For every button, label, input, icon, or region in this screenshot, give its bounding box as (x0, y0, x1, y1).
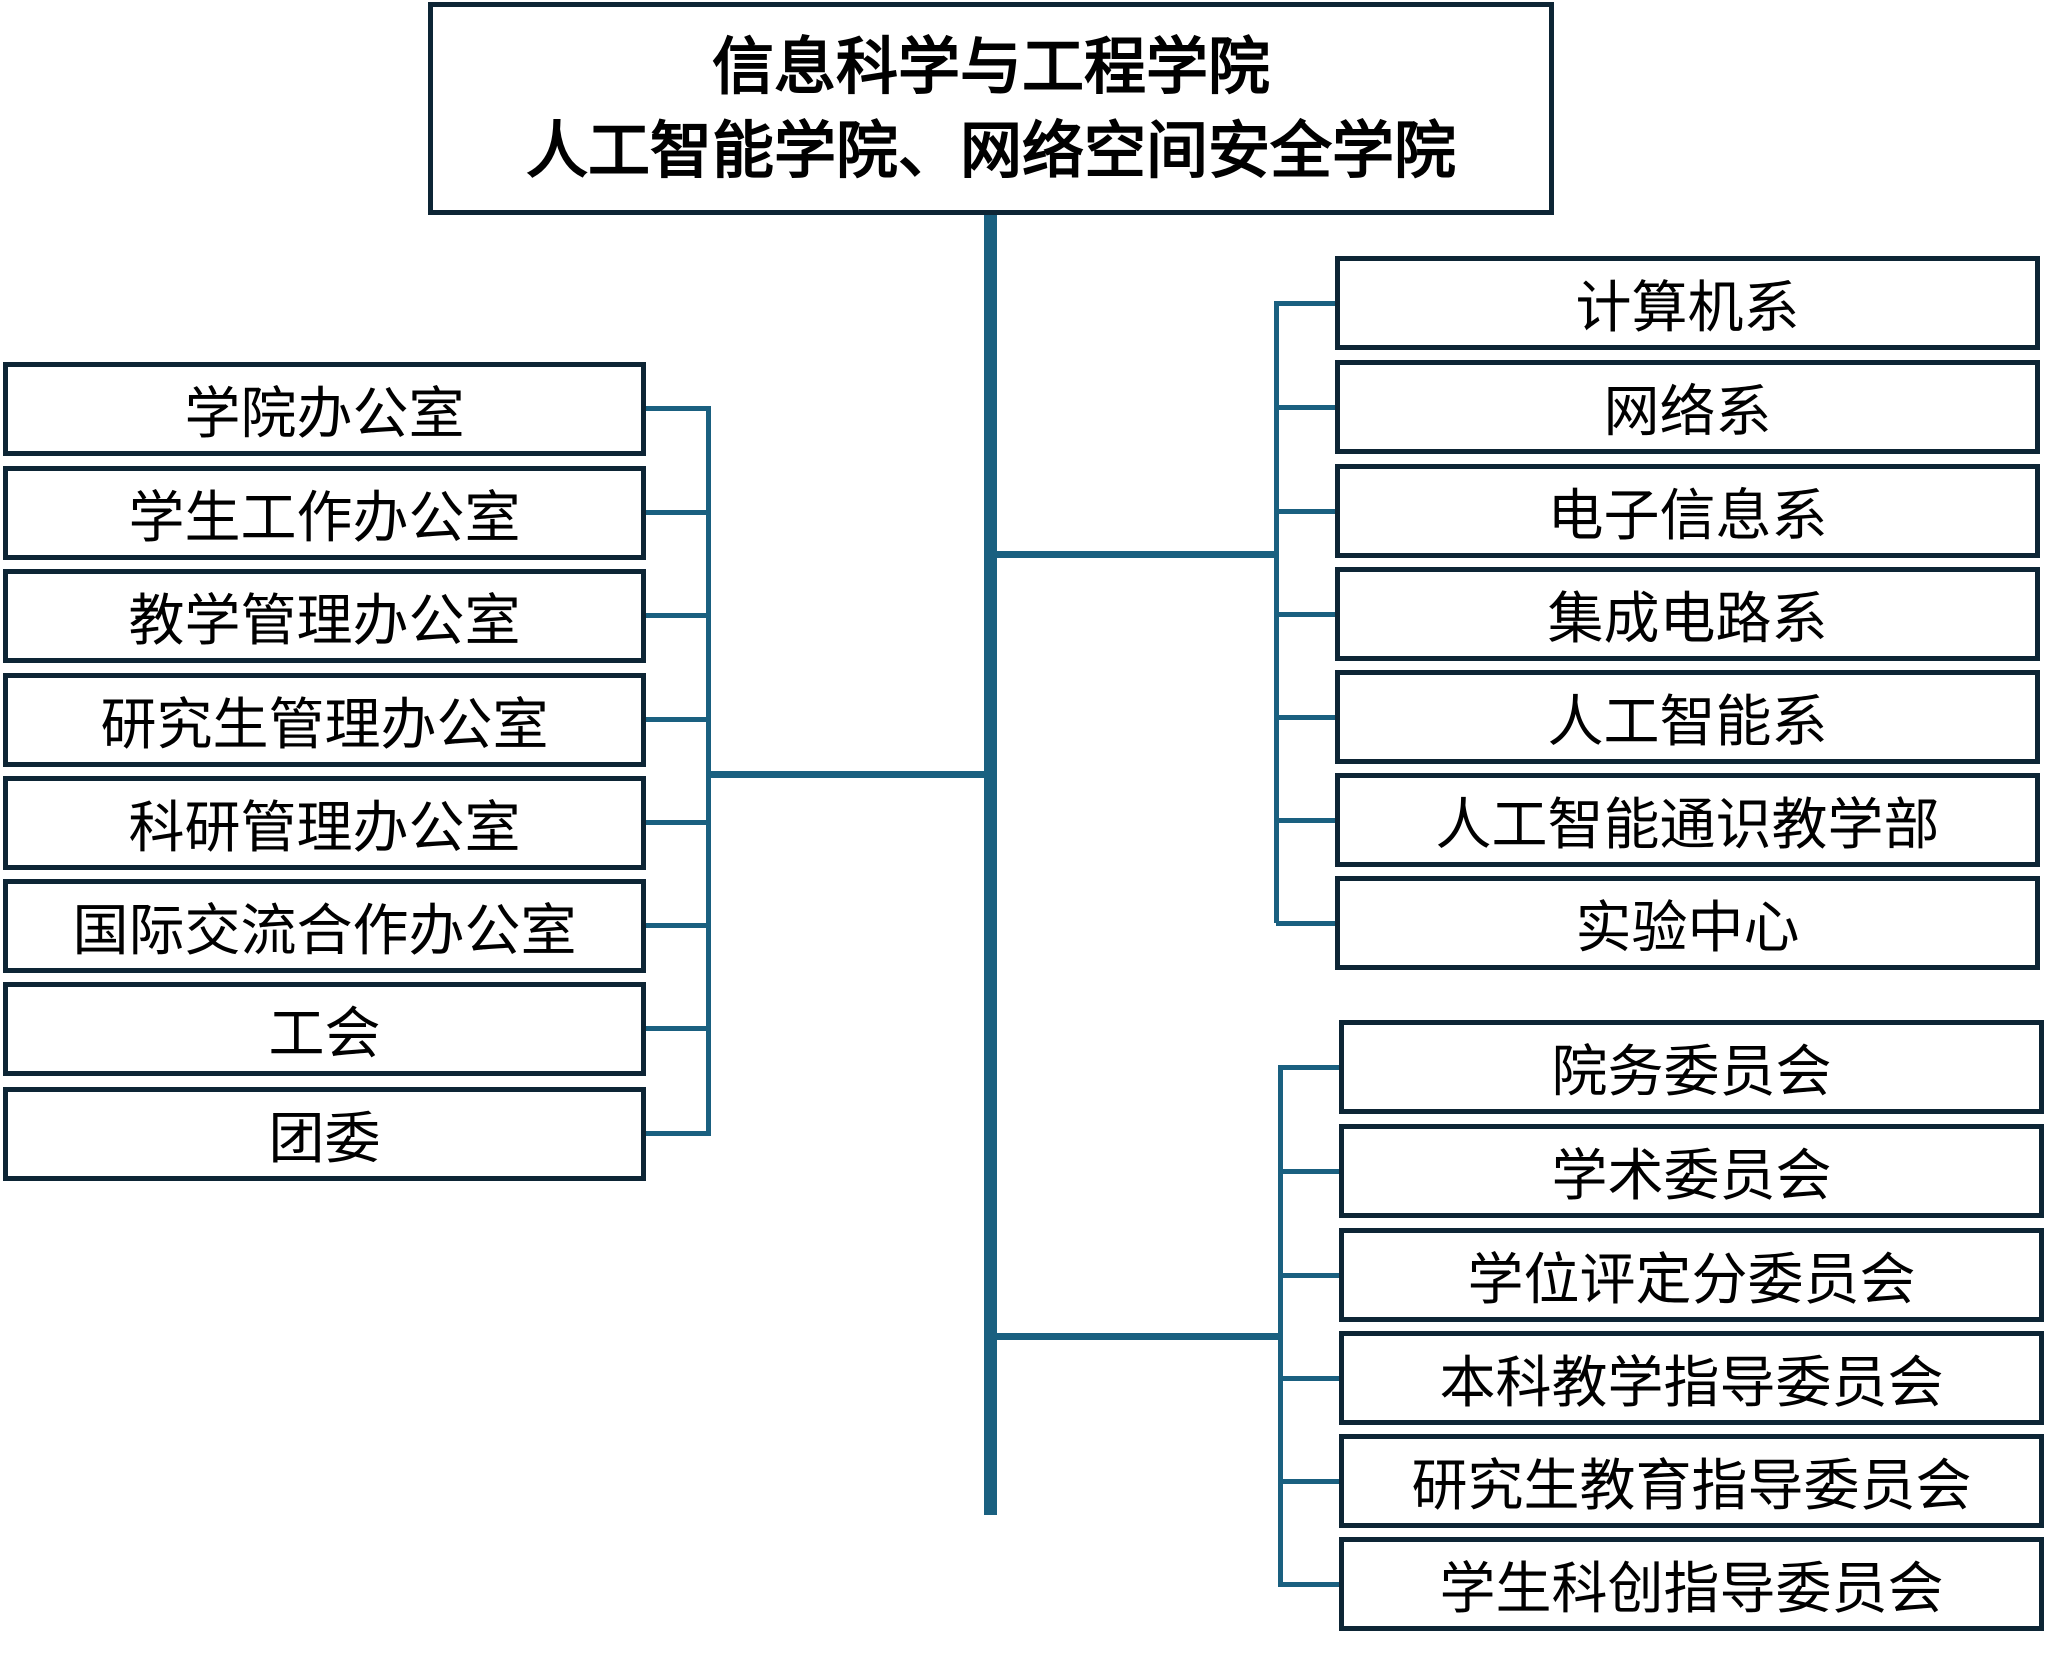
committee-label: 学术委员会 (1551, 1143, 1832, 1209)
department-box: 实验中心 (1335, 876, 2040, 970)
office-box: 学生工作办公室 (3, 466, 646, 560)
office-label: 国际交流合作办公室 (72, 898, 577, 964)
office-label: 工会 (268, 1001, 381, 1067)
committee-box: 本科教学指导委员会 (1339, 1331, 2044, 1425)
office-box: 工会 (3, 982, 646, 1076)
committee-tick-connector (1280, 1582, 1339, 1587)
committee-box: 研究生教育指导委员会 (1339, 1434, 2044, 1528)
committees-branch-connector (995, 1333, 1281, 1340)
department-box: 网络系 (1335, 360, 2040, 454)
department-tick-connector (1276, 715, 1335, 720)
committee-tick-connector (1280, 1273, 1339, 1278)
office-label: 教学管理办公室 (128, 588, 521, 654)
committee-label: 院务委员会 (1551, 1039, 1832, 1105)
office-box: 学院办公室 (3, 362, 646, 456)
committee-label: 学生科创指导委员会 (1439, 1556, 1944, 1622)
office-box: 科研管理办公室 (3, 776, 646, 870)
department-label: 电子信息系 (1547, 483, 1828, 549)
office-tick-connector (646, 510, 709, 515)
office-label: 学院办公室 (184, 381, 465, 447)
office-label: 团委 (268, 1106, 381, 1172)
department-box: 人工智能通识教学部 (1335, 773, 2040, 867)
office-tick-connector (646, 717, 709, 722)
root-unit-box: 信息科学与工程学院 人工智能学院、网络空间安全学院 (428, 2, 1554, 215)
committee-tick-connector (1280, 1169, 1339, 1174)
committee-box: 院务委员会 (1339, 1020, 2044, 1114)
office-tick-connector (646, 1026, 709, 1031)
committee-tick-connector (1280, 1376, 1339, 1381)
office-box: 研究生管理办公室 (3, 673, 646, 767)
left-group-branch-connector (709, 771, 987, 778)
department-label: 人工智能系 (1547, 689, 1828, 755)
root-unit-title-line2: 人工智能学院、网络空间安全学院 (525, 113, 1456, 187)
committee-label: 研究生教育指导委员会 (1411, 1453, 1972, 1519)
left-group-bracket-connector (706, 406, 711, 1136)
departments-branch-connector (995, 551, 1277, 558)
committees-bracket-connector (1278, 1065, 1283, 1587)
main-trunk-connector (984, 215, 997, 1515)
department-tick-connector (1276, 612, 1335, 617)
committee-box: 学术委员会 (1339, 1124, 2044, 1218)
committee-label: 本科教学指导委员会 (1439, 1350, 1944, 1416)
department-tick-connector (1276, 405, 1335, 410)
office-label: 研究生管理办公室 (100, 692, 549, 758)
office-tick-connector (646, 1131, 709, 1136)
office-label: 学生工作办公室 (128, 485, 521, 551)
department-label: 实验中心 (1575, 895, 1800, 961)
department-label: 人工智能通识教学部 (1435, 792, 1940, 858)
office-tick-connector (646, 923, 709, 928)
root-unit-title-line1: 信息科学与工程学院 (711, 29, 1270, 103)
department-tick-connector (1276, 921, 1335, 926)
office-box: 团委 (3, 1087, 646, 1181)
office-tick-connector (646, 820, 709, 825)
department-box: 电子信息系 (1335, 464, 2040, 558)
committee-box: 学生科创指导委员会 (1339, 1537, 2044, 1631)
office-box: 教学管理办公室 (3, 569, 646, 663)
department-label: 网络系 (1603, 379, 1772, 445)
committee-tick-connector (1280, 1479, 1339, 1484)
office-tick-connector (646, 613, 709, 618)
office-box: 国际交流合作办公室 (3, 879, 646, 973)
department-tick-connector (1276, 509, 1335, 514)
office-label: 科研管理办公室 (128, 795, 521, 861)
department-box: 计算机系 (1335, 256, 2040, 350)
department-label: 计算机系 (1575, 275, 1800, 341)
department-box: 集成电路系 (1335, 567, 2040, 661)
department-tick-connector (1276, 301, 1335, 306)
office-tick-connector (646, 406, 709, 411)
department-label: 集成电路系 (1547, 586, 1828, 652)
committee-box: 学位评定分委员会 (1339, 1228, 2044, 1322)
department-box: 人工智能系 (1335, 670, 2040, 764)
department-tick-connector (1276, 818, 1335, 823)
committee-label: 学位评定分委员会 (1467, 1247, 1916, 1313)
committee-tick-connector (1280, 1065, 1339, 1070)
